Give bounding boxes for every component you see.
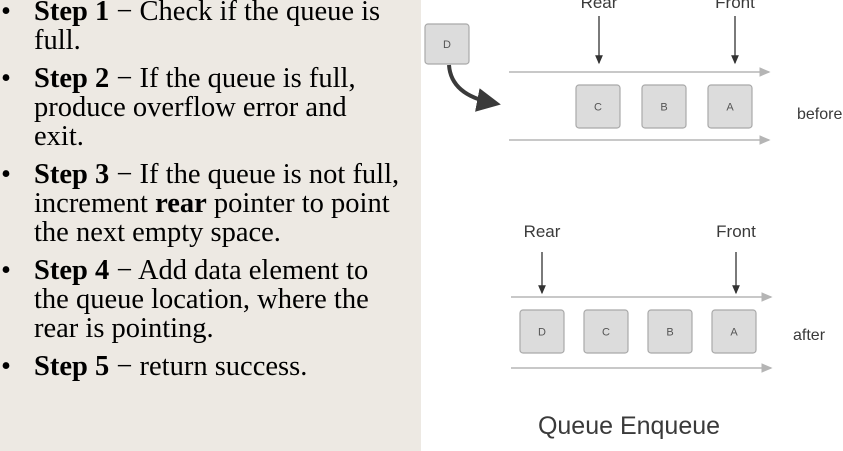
queue-element-label: A: [730, 327, 738, 339]
incoming-element-box: [424, 23, 470, 65]
step-item: • Step 2 − If the queue is full, produce …: [0, 64, 400, 151]
enqueue-curved-arrow: [447, 64, 501, 112]
before-label: before: [797, 106, 842, 123]
queue-element-box: [519, 309, 565, 354]
step-text: − Check if the queue is full.: [34, 0, 381, 56]
queue-element-label: C: [602, 327, 610, 339]
bullet-icon: •: [1, 0, 11, 27]
after-label: after: [793, 327, 826, 344]
step-item: • Step 3 − If the queue is not full, incr…: [0, 160, 400, 247]
step-text: − If the queue is not full, increment: [34, 159, 400, 219]
queue-element-box: [707, 84, 753, 129]
bullet-icon: •: [1, 255, 11, 286]
step-item: • Step 1 − Check if the queue is full.: [0, 0, 400, 55]
after-rear-label: Rear: [524, 222, 561, 241]
bullet-icon: •: [1, 351, 11, 382]
queue-element-label: C: [594, 102, 602, 114]
step-text: − Add data element to the queue location…: [34, 255, 369, 344]
step-label: Step 1: [34, 0, 110, 27]
step-label: Step 4: [34, 255, 110, 286]
bullet-icon: •: [1, 63, 11, 94]
queue-element-box: [647, 309, 693, 354]
queue-element-box: [583, 309, 629, 354]
before-front-label: Front: [715, 0, 755, 12]
step-label: Step 3: [34, 159, 110, 190]
before-rear-label: Rear: [581, 0, 618, 12]
step-emphasis: rear: [155, 188, 207, 219]
step-text: − If the queue is full, produce overflow…: [34, 63, 356, 152]
step-text: pointer to point the next empty space.: [34, 188, 390, 248]
diagram-caption: Queue Enqueue: [538, 412, 720, 440]
step-label: Step 5: [34, 351, 110, 382]
queue-element-box: [575, 84, 621, 129]
queue-element-box: [641, 84, 687, 129]
step-item: • Step 5 − return success.: [0, 352, 400, 381]
queue-element-label: B: [660, 102, 667, 114]
incoming-element-label: D: [443, 39, 451, 51]
step-text: − return success.: [109, 351, 308, 382]
queue-element-box: [711, 309, 757, 354]
queue-element-label: D: [538, 327, 546, 339]
step-label: Step 2: [34, 63, 110, 94]
queue-element-label: A: [726, 102, 734, 114]
bullet-icon: •: [1, 159, 11, 190]
queue-element-label: B: [666, 327, 673, 339]
step-list: • Step 1 − Check if the queue is full. • St…: [0, 0, 400, 390]
step-item: • Step 4 − Add data element to the queue …: [0, 256, 400, 343]
after-front-label: Front: [716, 222, 756, 241]
